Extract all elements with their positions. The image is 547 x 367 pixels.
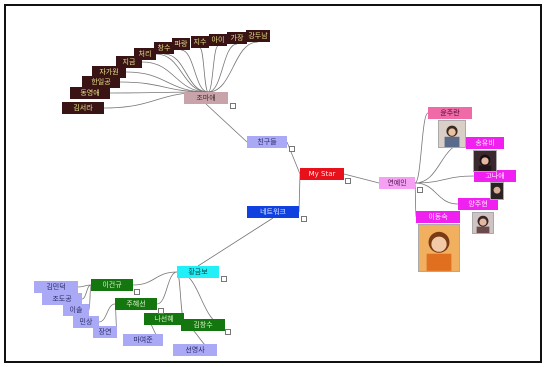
celebrity-name-5[interactable]: 이동숙 [416, 211, 460, 223]
dark-node-8[interactable]: 지금 [116, 56, 142, 68]
expand-toggle-icon[interactable] [225, 329, 231, 335]
dark-node-10[interactable]: 한일공 [82, 76, 120, 88]
celebrity-name-2[interactable]: 송유비 [466, 137, 504, 149]
connector-line [141, 61, 209, 93]
expand-toggle-icon[interactable] [417, 187, 423, 193]
connector-line [155, 53, 209, 93]
hub-node[interactable]: 조마애 [184, 92, 228, 104]
connector-line [180, 49, 209, 93]
dark-node-4[interactable]: 지수 [191, 36, 209, 48]
expand-toggle-icon[interactable] [301, 216, 307, 222]
green-node-4[interactable]: 김창수 [181, 319, 225, 331]
connector-line [88, 284, 92, 311]
connector-line [205, 103, 248, 143]
connector-line [208, 43, 238, 93]
dark-node-1[interactable]: 강두남 [246, 30, 270, 42]
connector-line [176, 271, 226, 326]
leaf-node-5[interactable]: 장연 [93, 326, 117, 338]
dark-node-11[interactable]: 동영애 [70, 87, 110, 99]
mindmap-canvas: My Star 친구들 네트워크 황금보 연예인 조마애 강두남 가장 아이 지… [4, 4, 542, 363]
expand-toggle-icon[interactable] [230, 103, 236, 109]
connector-line [298, 173, 301, 213]
connector-line [207, 45, 219, 93]
celebrity-name-1[interactable]: 윤주란 [428, 107, 472, 119]
expand-toggle-icon[interactable] [134, 289, 140, 295]
person-photo-icon [418, 224, 460, 272]
branch-celebrities[interactable]: 연예인 [379, 177, 415, 189]
leaf-node-1[interactable]: 김민덕 [34, 281, 78, 293]
dark-node-2[interactable]: 가장 [227, 32, 247, 44]
connector-line [414, 112, 429, 184]
branch-reporter[interactable]: 황금보 [177, 266, 219, 278]
expand-toggle-icon[interactable] [221, 276, 227, 282]
person-photo-icon [438, 120, 466, 148]
connector-line [414, 182, 417, 218]
connector-line [197, 217, 274, 267]
person-photo-icon [490, 182, 504, 200]
connector-line [81, 284, 92, 300]
connector-line [132, 271, 178, 286]
green-node-1[interactable]: 이건규 [91, 279, 133, 291]
connector-line [98, 303, 116, 323]
dark-node-6[interactable]: 창수 [154, 42, 174, 54]
leaf-node-2[interactable]: 조도공 [42, 293, 82, 305]
person-photo-icon [473, 150, 497, 172]
dark-node-9[interactable]: 자가원 [92, 66, 126, 78]
green-node-2[interactable]: 주혜선 [115, 298, 157, 310]
connector-line [199, 47, 209, 93]
dark-node-3[interactable]: 아이 [209, 34, 227, 46]
celebrity-name-3[interactable]: 고나애 [474, 170, 516, 182]
connector-line [119, 81, 209, 93]
leaf-node-6[interactable]: 마여준 [123, 334, 163, 346]
mindmap-connections [77, 41, 475, 351]
green-node-3[interactable]: 나선혜 [144, 313, 184, 325]
person-photo-icon [472, 212, 494, 234]
branch-friends[interactable]: 친구들 [247, 136, 287, 148]
connector-line [156, 271, 178, 305]
expand-toggle-icon[interactable] [158, 308, 164, 314]
connector-line [77, 284, 92, 288]
dark-node-12[interactable]: 김서라 [62, 102, 104, 114]
leaf-node-3[interactable]: 이솔 [63, 304, 89, 316]
expand-toggle-icon[interactable] [345, 178, 351, 184]
connector-line [343, 173, 380, 184]
connector-line [414, 182, 459, 205]
leaf-node-7[interactable]: 선영사 [173, 344, 217, 356]
branch-network[interactable]: 네트워크 [247, 206, 299, 218]
celebrity-name-4[interactable]: 양주현 [458, 198, 498, 210]
connector-line [208, 41, 259, 93]
leaf-node-4[interactable]: 민상 [73, 316, 99, 328]
dark-node-5[interactable]: 파랑 [172, 38, 190, 50]
expand-toggle-icon[interactable] [289, 146, 295, 152]
root-node-my-star[interactable]: My Star [300, 168, 344, 180]
connector-line [414, 175, 475, 184]
connector-line [176, 271, 185, 320]
